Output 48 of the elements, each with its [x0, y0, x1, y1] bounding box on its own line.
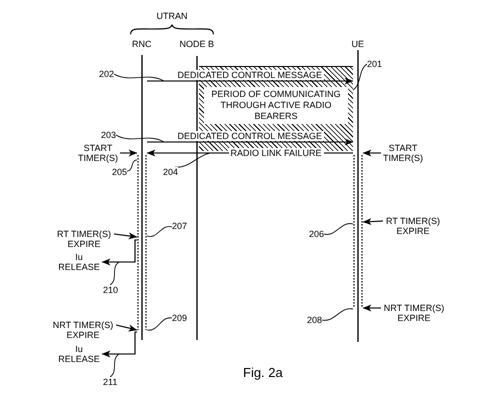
edge-label: DEDICATED CONTROL MESSAGE [176, 70, 324, 80]
event-label: Iu RELEASE [56, 252, 102, 272]
leader-line [110, 354, 120, 378]
leader-line [110, 262, 120, 286]
message-arrow [146, 150, 353, 156]
edge-label: DEDICATED CONTROL MESSAGE [176, 131, 324, 141]
reference-numeral: 202 [99, 69, 114, 79]
figure-caption: Fig. 2a [243, 366, 283, 380]
reference-numeral: 207 [172, 221, 188, 231]
arrow [116, 324, 138, 332]
reference-numeral: 210 [103, 285, 118, 295]
reference-numeral: 208 [307, 315, 322, 325]
leader-line [114, 74, 164, 82]
message-arrow [147, 138, 354, 146]
reference-numeral: 206 [309, 229, 324, 239]
leader-line [174, 152, 216, 168]
group-label: UTRAN [156, 11, 188, 21]
leader-line [146, 226, 172, 237]
event-label: START TIMER(S) [76, 143, 120, 163]
leader-line [352, 64, 368, 90]
edge-label: RADIO LINK FAILURE [228, 148, 324, 158]
leader-line [324, 223, 354, 235]
event-label: NRT TIMER(S) EXPIRE [381, 303, 447, 323]
arrow [102, 331, 137, 358]
arrow [120, 150, 138, 156]
reference-numeral: 211 [103, 377, 118, 387]
arrow [102, 239, 137, 266]
arrow [362, 304, 381, 312]
message-arrow [147, 78, 354, 84]
event-label: START TIMER(S) [381, 143, 425, 163]
reference-numeral: 201 [367, 59, 382, 69]
event-label: Iu RELEASE [56, 344, 102, 364]
band-text: PERIOD OF COMMUNICATING THROUGH ACTIVE RADIO BEARERS [204, 87, 348, 124]
event-label: NRT TIMER(S) EXPIRE [50, 320, 116, 340]
reference-numeral: 204 [163, 167, 178, 177]
participant-label: RNC [132, 39, 152, 49]
leader-line [126, 160, 138, 172]
leader-line [146, 317, 172, 331]
participant-label: NODE B [180, 39, 214, 49]
arrow [114, 232, 138, 240]
participant-label: UE [352, 39, 364, 49]
arrow [362, 218, 384, 226]
reference-numeral: 205 [112, 167, 128, 177]
leader-line [322, 308, 354, 321]
reference-numeral: 209 [172, 313, 188, 323]
leader-line [116, 134, 164, 142]
arrow [362, 150, 381, 156]
reference-numeral: 203 [101, 130, 116, 140]
